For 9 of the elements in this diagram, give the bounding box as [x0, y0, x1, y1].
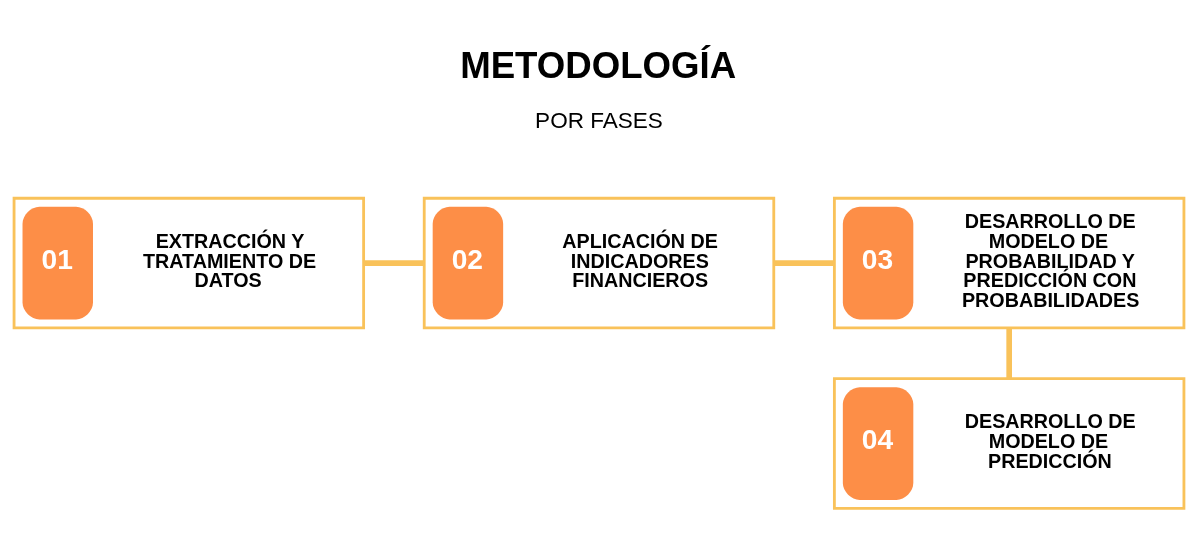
node-box: 02 APLICACIÓN DE INDICADORES FINANCIEROS [422, 196, 776, 329]
node-box: 04 DESARROLLO DE MODELO DE PREDICCIÓN [833, 376, 1186, 510]
connector [1006, 327, 1012, 378]
node-box: 03 DESARROLLO DE MODELO DE PROBABILIDAD Y PREDICCIÓN CON PROBABILIDADES [833, 196, 1186, 329]
connector [363, 259, 425, 266]
connector [774, 259, 835, 266]
diagram-title: METODOLOGÍA [460, 44, 737, 86]
node-box: 01 EXTRACCIÓN Y TRATAMIENTO DE DATOS [12, 196, 366, 329]
label: POR FASES [535, 107, 663, 133]
